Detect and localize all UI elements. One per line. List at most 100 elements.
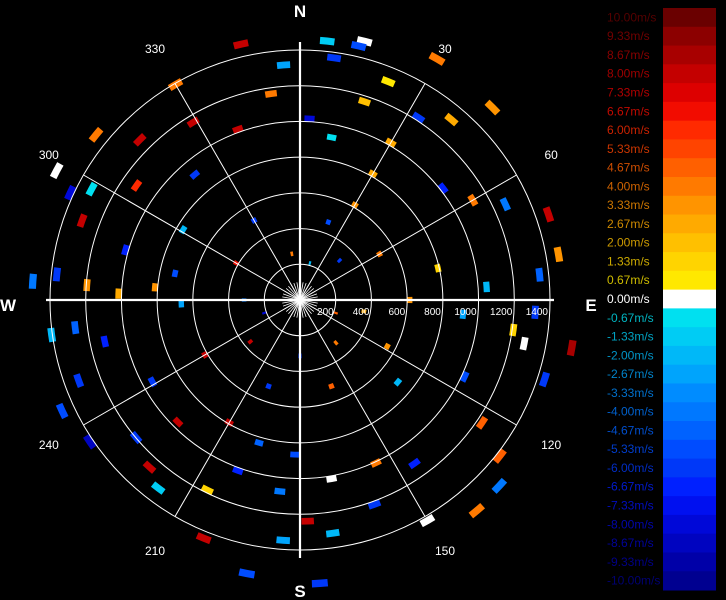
center-spoke <box>299 299 312 315</box>
legend-swatch <box>663 252 716 272</box>
azimuth-label: 330 <box>145 42 165 56</box>
velocity-bin <box>76 213 88 228</box>
velocity-bin <box>151 282 159 292</box>
velocity-bin <box>484 99 501 116</box>
cardinal-east: E <box>585 296 596 315</box>
azimuth-label: 30 <box>438 42 452 56</box>
velocity-bin <box>85 181 98 197</box>
velocity-bin <box>55 402 69 420</box>
range-ring-label: 800 <box>424 307 441 318</box>
legend-label: -6.67m/s <box>607 480 654 494</box>
velocity-bin <box>232 466 244 476</box>
legend-label: -10.00m/s <box>607 574 660 588</box>
velocity-bin <box>304 115 315 123</box>
velocity-bin <box>483 281 490 293</box>
velocity-bin <box>553 246 564 263</box>
velocity-bin <box>64 184 77 201</box>
velocity-bin <box>393 377 403 387</box>
legend-swatch <box>663 233 716 253</box>
range-ring-label: 600 <box>388 307 405 318</box>
velocity-bin <box>276 61 291 69</box>
legend-label: -8.67m/s <box>607 536 654 550</box>
velocity-bin <box>492 448 507 464</box>
velocity-bin <box>265 383 272 390</box>
velocity-bin <box>542 206 555 223</box>
legend-swatch <box>663 101 716 122</box>
velocity-bin <box>325 528 340 538</box>
velocity-bin <box>186 116 200 129</box>
legend-label: -8.00m/s <box>607 517 654 531</box>
center-spoke <box>299 288 315 301</box>
velocity-bin <box>132 132 147 147</box>
velocity-bin <box>319 36 335 46</box>
cardinal-south: S <box>294 582 305 600</box>
velocity-bin <box>519 336 529 351</box>
legend-swatch <box>663 496 716 516</box>
velocity-bin <box>200 484 214 496</box>
legend-label: 10.00m/s <box>607 10 656 24</box>
legend-swatch <box>663 8 716 28</box>
velocity-bin <box>83 278 91 292</box>
legend-label: 3.33m/s <box>607 198 650 212</box>
center-spoke <box>285 299 301 312</box>
legend-label: 5.33m/s <box>607 142 650 156</box>
azimuth-spoke <box>174 299 301 517</box>
legend-swatch <box>663 270 716 291</box>
legend-swatch <box>663 289 716 309</box>
velocity-bin <box>178 300 185 308</box>
center-spoke <box>299 285 312 301</box>
azimuth-label: 120 <box>541 438 561 452</box>
azimuth-spoke <box>299 174 517 301</box>
range-ring-label: 1200 <box>490 307 513 318</box>
legend-swatch <box>663 533 716 553</box>
velocity-bin <box>150 481 166 495</box>
velocity-bin <box>459 370 470 383</box>
velocity-bin <box>531 305 539 320</box>
velocity-bin <box>350 40 367 52</box>
legend-label: 6.67m/s <box>607 104 650 118</box>
legend-label: 2.67m/s <box>607 217 650 231</box>
velocity-legend: 10.00m/s9.33m/s8.67m/s8.00m/s7.33m/s6.67… <box>607 8 716 591</box>
velocity-bin <box>274 487 286 495</box>
velocity-bin <box>311 579 329 588</box>
velocity-bin <box>47 327 57 343</box>
legend-swatch <box>663 402 716 422</box>
azimuth-label: 240 <box>39 438 59 452</box>
legend-label: -9.33m/s <box>607 555 654 569</box>
legend-swatch <box>663 364 716 384</box>
velocity-bin <box>509 323 518 337</box>
legend-label: 0.67m/s <box>607 273 650 287</box>
velocity-bin <box>276 536 291 545</box>
velocity-bin <box>468 502 486 519</box>
azimuth-spoke <box>299 83 426 301</box>
velocity-bin <box>232 124 244 134</box>
velocity-bin <box>73 373 85 388</box>
velocity-bin <box>254 438 264 447</box>
velocity-bin <box>336 257 343 264</box>
velocity-bin <box>535 267 544 282</box>
velocity-bin <box>247 338 254 345</box>
legend-label: -1.33m/s <box>607 330 654 344</box>
legend-swatch <box>663 176 716 197</box>
legend-swatch <box>663 477 716 497</box>
legend-swatch <box>663 64 716 84</box>
velocity-bin <box>434 263 442 273</box>
velocity-bin <box>238 568 256 579</box>
velocity-bin <box>367 499 382 510</box>
center-spoke <box>290 299 301 316</box>
range-ring-label: 200 <box>317 307 334 318</box>
velocity-bin <box>71 321 80 335</box>
velocity-bin <box>419 513 436 528</box>
velocity-bin <box>100 335 110 348</box>
velocity-bin <box>326 53 342 63</box>
legend-label: 6.00m/s <box>607 123 650 137</box>
velocity-bin <box>333 311 339 315</box>
center-spoke <box>299 299 310 316</box>
center-spoke <box>299 299 316 310</box>
legend-label: 1.33m/s <box>607 254 650 268</box>
legend-swatch <box>663 83 716 103</box>
legend-label: 0.00m/s <box>607 292 650 306</box>
legend-swatch <box>663 571 716 591</box>
velocity-bin <box>115 288 122 299</box>
azimuth-spoke <box>299 299 517 426</box>
